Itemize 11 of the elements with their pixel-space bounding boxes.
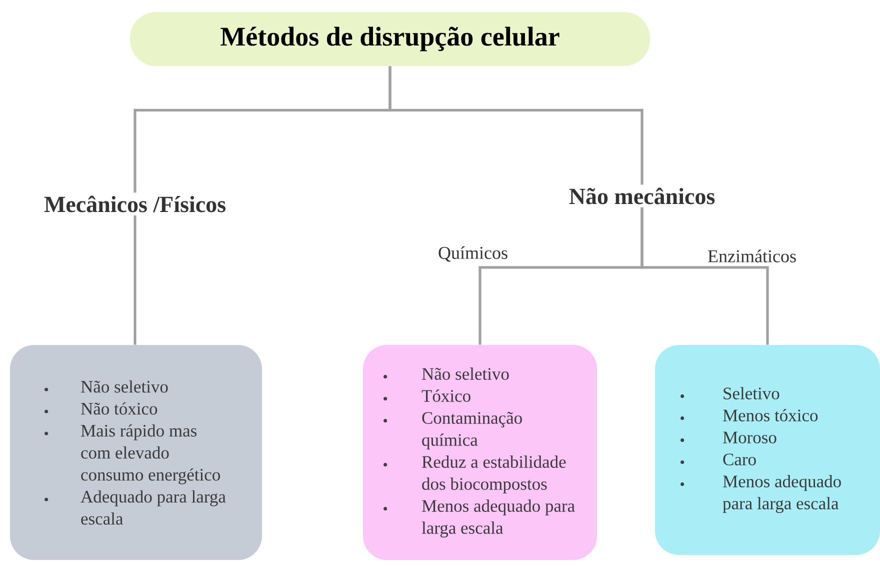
info-box: Seletivo Menos tóxico Moroso Caro Menos adequado para larga escala [655,345,880,555]
info-box: Não seletivo Tóxico Contaminação química Reduz a estabilidade dos biocompostos Menos adequado para larga escala [363,345,597,560]
connector-line [388,66,644,185]
title-box: Métodos de disrupção celular [130,12,650,66]
connector-line [640,207,769,345]
info-box: Não seletivo Não tóxico Mais rápido mas com elevado consumo energético Adequado para larga escala [10,345,262,560]
category-heading: Não mecânicos [569,188,715,204]
branch-label: Químicos [438,246,508,262]
connector-line [134,215,136,345]
branch-label: Enzimáticos [708,250,796,262]
category-heading: Mecânicos /Físicos [44,196,226,212]
